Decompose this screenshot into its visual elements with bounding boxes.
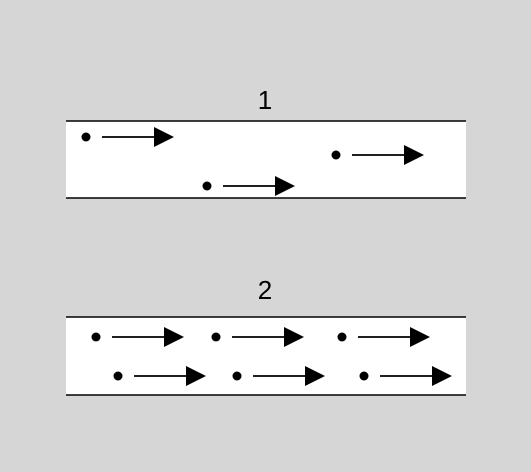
particle [202, 176, 295, 196]
panel-2-label: 2 [257, 275, 273, 305]
panel-2 [66, 316, 466, 396]
particle-dot [337, 332, 347, 342]
particle-dot [91, 332, 101, 342]
panel-1-particles [81, 127, 424, 196]
particle [113, 366, 206, 386]
particle-dot [81, 132, 91, 142]
particle [211, 327, 304, 347]
velocity-arrow-head [410, 327, 430, 347]
particle-dot [232, 371, 242, 381]
particle-dot [113, 371, 123, 381]
particle [331, 145, 424, 165]
particle-dot [359, 371, 369, 381]
channel-2 [66, 317, 466, 395]
particle [337, 327, 430, 347]
velocity-arrow-head [275, 176, 295, 196]
particle-dot [202, 181, 212, 191]
velocity-arrow-head [284, 327, 304, 347]
velocity-arrow-head [164, 327, 184, 347]
panel-1 [66, 120, 466, 199]
velocity-arrow-head [404, 145, 424, 165]
panel-1-label: 1 [257, 85, 273, 115]
velocity-arrow-head [154, 127, 174, 147]
particle [232, 366, 325, 386]
particle [359, 366, 452, 386]
particle [81, 127, 174, 147]
velocity-arrow-head [186, 366, 206, 386]
particle-dot [211, 332, 221, 342]
particle-dot [331, 150, 341, 160]
panel-2-particles [91, 327, 452, 386]
velocity-arrow-head [432, 366, 452, 386]
velocity-arrow-head [305, 366, 325, 386]
particle [91, 327, 184, 347]
